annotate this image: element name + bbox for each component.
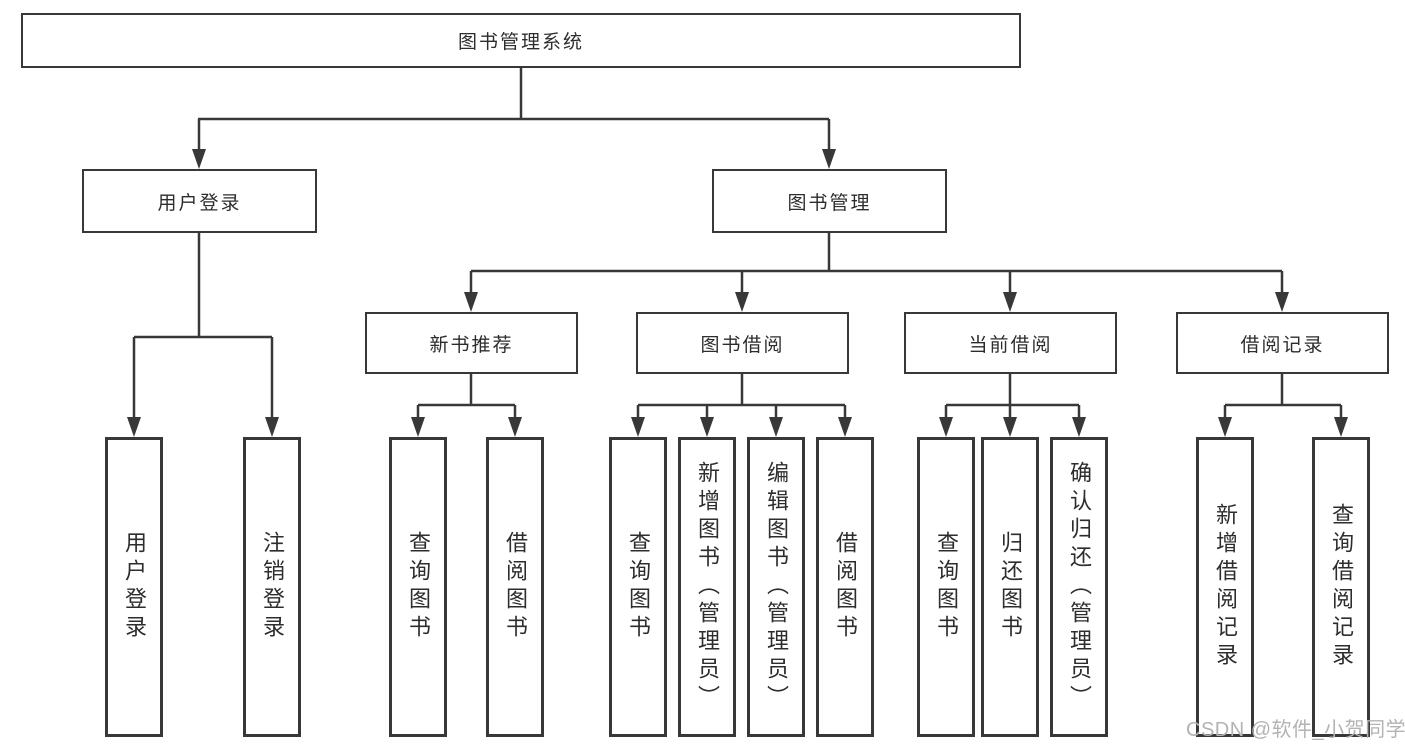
connector-borrow-record-children [1223, 374, 1343, 419]
node-leaf-add-book-admin: 新增图书（管理员） [678, 437, 736, 737]
connector-new-book-children [416, 374, 517, 419]
node-borrow-record: 借阅记录 [1176, 312, 1389, 374]
node-leaf-query-borrow-record: 查询借阅记录 [1312, 437, 1370, 737]
connector-book-mgmt-children [469, 233, 1284, 294]
connector-user-login-children [132, 233, 274, 419]
node-new-book-recommend: 新书推荐 [365, 312, 578, 374]
node-book-borrow: 图书借阅 [636, 312, 849, 374]
node-leaf-edit-book-admin: 编辑图书（管理员） [747, 437, 805, 737]
node-current-borrow: 当前借阅 [904, 312, 1117, 374]
node-leaf-user-login-label: 用户登录 [122, 531, 147, 643]
node-leaf-query-book-1: 查询图书 [389, 437, 447, 737]
node-user-login-branch-label: 用户登录 [157, 192, 242, 214]
node-leaf-confirm-return-admin: 确认归还（管理员） [1050, 437, 1108, 737]
node-book-management-branch: 图书管理 [712, 169, 947, 233]
node-library-management-system: 图书管理系统 [21, 13, 1021, 68]
node-leaf-borrow-book-2-label: 借阅图书 [833, 531, 858, 643]
node-leaf-return-book: 归还图书 [981, 437, 1039, 737]
node-leaf-logout: 注销登录 [243, 437, 301, 737]
node-leaf-user-login: 用户登录 [105, 437, 163, 737]
node-leaf-add-book-admin-label: 新增图书（管理员） [695, 461, 720, 713]
node-leaf-add-borrow-record: 新增借阅记录 [1196, 437, 1254, 737]
node-leaf-edit-book-admin-label: 编辑图书（管理员） [764, 461, 789, 713]
node-leaf-add-borrow-record-label: 新增借阅记录 [1213, 503, 1238, 671]
node-book-management-branch-label: 图书管理 [787, 192, 872, 214]
connector-book-borrow-children [636, 374, 847, 419]
node-book-borrow-label: 图书借阅 [700, 334, 785, 356]
node-borrow-record-label: 借阅记录 [1240, 334, 1325, 356]
node-leaf-query-book-3: 查询图书 [917, 437, 975, 737]
node-leaf-query-book-3-label: 查询图书 [934, 531, 959, 643]
connector-current-borrow-children [944, 374, 1081, 419]
node-leaf-confirm-return-admin-label: 确认归还（管理员） [1067, 461, 1092, 713]
node-leaf-borrow-book-1: 借阅图书 [486, 437, 544, 737]
node-leaf-query-book-2-label: 查询图书 [626, 531, 651, 643]
node-new-book-recommend-label: 新书推荐 [429, 334, 514, 356]
node-leaf-borrow-book-1-label: 借阅图书 [503, 531, 528, 643]
node-leaf-return-book-label: 归还图书 [998, 531, 1023, 643]
node-current-borrow-label: 当前借阅 [968, 334, 1053, 356]
csdn-watermark: CSDN @软件_小贺同学 [1186, 719, 1405, 741]
arrowheads [127, 149, 1348, 437]
node-leaf-query-book-2: 查询图书 [609, 437, 667, 737]
connector-root-to-level2 [197, 68, 831, 151]
node-leaf-logout-label: 注销登录 [260, 531, 285, 643]
node-leaf-query-borrow-record-label: 查询借阅记录 [1329, 503, 1354, 671]
node-leaf-borrow-book-2: 借阅图书 [816, 437, 874, 737]
node-library-management-system-label: 图书管理系统 [457, 32, 584, 53]
node-user-login-branch: 用户登录 [82, 169, 317, 233]
node-leaf-query-book-1-label: 查询图书 [406, 531, 431, 643]
